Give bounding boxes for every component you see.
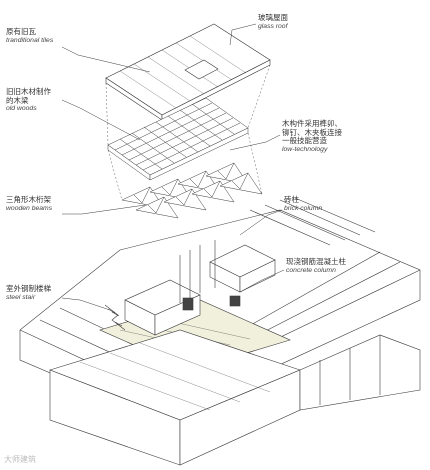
- traditional-tiles-en: tranditional tiles: [6, 36, 54, 44]
- low-tech-zh3: 一般技能营造: [282, 136, 327, 146]
- old-woods-zh: 旧旧木材制作: [6, 87, 51, 96]
- brick-column-en: brick column: [284, 204, 323, 212]
- leader-lines: [61, 23, 285, 311]
- label-concrete-column: 现浇钢筋混凝土柱 concrete column: [286, 257, 346, 274]
- concrete-column-en: concrete column: [286, 266, 336, 274]
- traditional-tiles-zh: 原有旧瓦: [6, 27, 36, 36]
- glass-roof-en: glass roof: [258, 22, 288, 30]
- wooden-beams-en: wooden beams: [6, 204, 53, 212]
- steel-stair-en: steel stair: [6, 293, 36, 301]
- old-woods-zh2: 的木梁: [6, 95, 29, 105]
- steel-stair-zh: 室外钢制楼梯: [6, 284, 51, 293]
- lower-houses: [49, 329, 421, 466]
- tiled-roof-layer: [105, 23, 271, 121]
- glass-roof-zh: 玻璃屋面: [258, 13, 288, 22]
- steel-stair: [104, 304, 126, 331]
- label-low-technology: 木构件采用榫卯、 铆钉、木夹板连接 一般技能营造 low-technology: [282, 119, 342, 154]
- wooden-trusses: [121, 162, 263, 219]
- old-woods-en: old woods: [6, 105, 37, 113]
- concrete-column-zh: 现浇钢筋混凝土柱: [286, 257, 346, 266]
- brick-column-zh: 砖柱: [284, 195, 299, 204]
- label-old-woods: 旧旧木材制作 的木梁 old woods: [6, 87, 51, 113]
- old-wood-beams-layer: [107, 97, 249, 181]
- label-wooden-beams: 三角形木桁架 wooden beams: [6, 195, 53, 212]
- building-volume: [124, 240, 276, 336]
- label-traditional-tiles: 原有旧瓦 tranditional tiles: [6, 27, 54, 44]
- explode-guides: [105, 64, 271, 201]
- watermark: 大师建筑: [4, 455, 36, 464]
- label-glass-roof: 玻璃屋面 glass roof: [258, 13, 288, 30]
- low-tech-zh2: 铆钉、木夹板连接: [282, 127, 342, 137]
- wooden-beams-zh: 三角形木桁架: [6, 195, 51, 204]
- low-tech-en: low-technology: [282, 145, 328, 153]
- low-tech-zh: 木构件采用榫卯、: [282, 119, 342, 128]
- label-steel-stair: 室外钢制楼梯 steel stair: [6, 284, 51, 301]
- label-brick-column: 砖柱 brick column: [284, 195, 323, 212]
